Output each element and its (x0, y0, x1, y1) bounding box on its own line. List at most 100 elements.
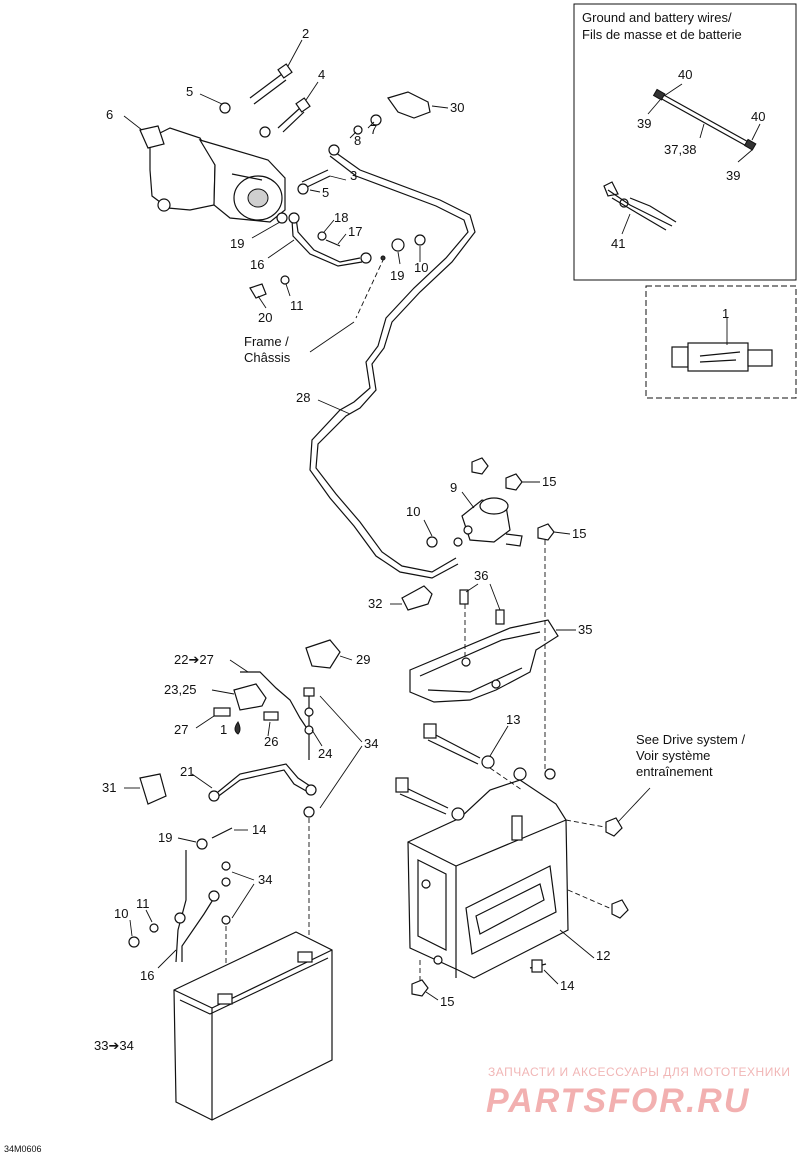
callout-10a: 10 (414, 260, 428, 275)
washer-19b (391, 238, 405, 252)
frame-label-line1: Frame / (244, 334, 289, 349)
frame-leader (309, 321, 355, 353)
callout-6: 6 (106, 107, 113, 122)
callout-41: 41 (611, 236, 625, 251)
grease-drop-1 (234, 721, 241, 735)
watermark-logo: PARTSFOR.RU (486, 1082, 750, 1120)
callout-40b: 40 (751, 109, 765, 124)
bolt-2 (249, 63, 293, 105)
callout-2: 2 (302, 26, 309, 41)
boot-29 (305, 639, 341, 669)
washer-13b (451, 807, 465, 821)
callout-14b: 14 (560, 978, 574, 993)
dash-13 (489, 767, 523, 791)
nut-15a (505, 473, 523, 491)
callout-40a: 40 (678, 67, 692, 82)
callout-1a: 1 (722, 306, 729, 321)
callout-5b: 5 (322, 185, 329, 200)
washer-5b (259, 126, 271, 138)
callout-9: 9 (450, 480, 457, 495)
ground-battery-wires-inset: Ground and battery wires/ Fils de masse … (573, 3, 797, 281)
solenoid-9 (453, 497, 523, 547)
nut-15b (537, 523, 555, 541)
drive-fastener-a (605, 817, 623, 837)
nut-34a (303, 806, 315, 818)
callout-22-27: 22➔27 (174, 652, 214, 667)
boot-30 (387, 91, 431, 119)
dash-drive-bottom (567, 889, 615, 911)
watermark-tagline: ЗАПЧАСТИ И АКСЕССУАРЫ ДЛЯ МОТОТЕХНИКИ (488, 1065, 790, 1079)
bolt-14b-head (531, 959, 543, 973)
frame-ground-point (380, 255, 386, 261)
callout-13: 13 (506, 712, 520, 727)
bolt-14a (211, 827, 233, 839)
callout-19a: 19 (230, 236, 244, 251)
bolt-3 (297, 169, 331, 195)
bolt-24 (303, 687, 315, 760)
drive-fastener-b (611, 899, 629, 919)
callout-11a: 11 (290, 298, 304, 313)
callout-28: 28 (296, 390, 310, 405)
callout-19b: 19 (390, 268, 404, 283)
starter-motor (139, 125, 286, 223)
callout-8: 8 (354, 133, 361, 148)
callout-1b: 1 (220, 722, 227, 737)
callout-15c: 15 (440, 994, 454, 1009)
callout-35: 35 (578, 622, 592, 637)
callout-37-38: 37,38 (664, 142, 697, 157)
callout-4: 4 (318, 67, 325, 82)
battery (173, 931, 333, 1121)
frame-ground-link (355, 257, 385, 319)
frame-label-line2: Châssis (244, 350, 291, 365)
drive-leader (617, 787, 651, 823)
boot-31 (139, 773, 167, 805)
callout-29: 29 (356, 652, 370, 667)
callout-21: 21 (180, 764, 194, 779)
washer-5a (219, 102, 231, 114)
callout-36: 36 (474, 568, 488, 583)
callout-34a: 34 (364, 736, 378, 751)
callout-34b: 34 (258, 872, 272, 887)
bolt-nut-34b (221, 861, 231, 1000)
washer-19c (196, 838, 208, 850)
cable-16-battery (174, 850, 220, 963)
callout-30: 30 (450, 100, 464, 115)
callout-19c: 19 (158, 830, 172, 845)
callout-12: 12 (596, 948, 610, 963)
cap-20 (249, 283, 267, 299)
callout-10b: 10 (406, 504, 420, 519)
washer-11a (280, 275, 290, 285)
callout-11b: 11 (136, 896, 150, 911)
callout-15b: 15 (572, 526, 586, 541)
callout-26: 26 (264, 734, 278, 749)
washer-13a (481, 755, 495, 769)
bolt-13a (423, 723, 481, 765)
bracket-35 (409, 619, 559, 703)
washer-19a (276, 212, 288, 224)
dash-drive-top (565, 819, 611, 829)
callout-7: 7 (370, 122, 377, 137)
starter-solenoid-inset: 1 (645, 285, 797, 399)
washer-11b (149, 923, 159, 933)
callout-20: 20 (258, 310, 272, 325)
cable-28 (309, 144, 476, 579)
callout-31: 31 (102, 780, 116, 795)
drive-label-line2: Voir système (636, 748, 710, 763)
nut-solenoid-top (471, 457, 489, 475)
callout-15a: 15 (542, 474, 556, 489)
washer-18 (317, 231, 327, 241)
callout-3: 3 (350, 168, 357, 183)
callout-27: 27 (174, 722, 188, 737)
relay-22-27 (233, 671, 309, 731)
clip-36b (495, 609, 505, 625)
callout-16a: 16 (250, 257, 264, 272)
callout-16b: 16 (140, 968, 154, 983)
fuse-holder-26 (263, 711, 279, 721)
drive-label-line1: See Drive system / (636, 732, 745, 747)
bolt-4 (277, 97, 311, 133)
callout-33-34: 33➔34 (94, 1038, 134, 1053)
cable-21 (208, 763, 317, 802)
callout-18: 18 (334, 210, 348, 225)
nut-10a (414, 234, 426, 246)
